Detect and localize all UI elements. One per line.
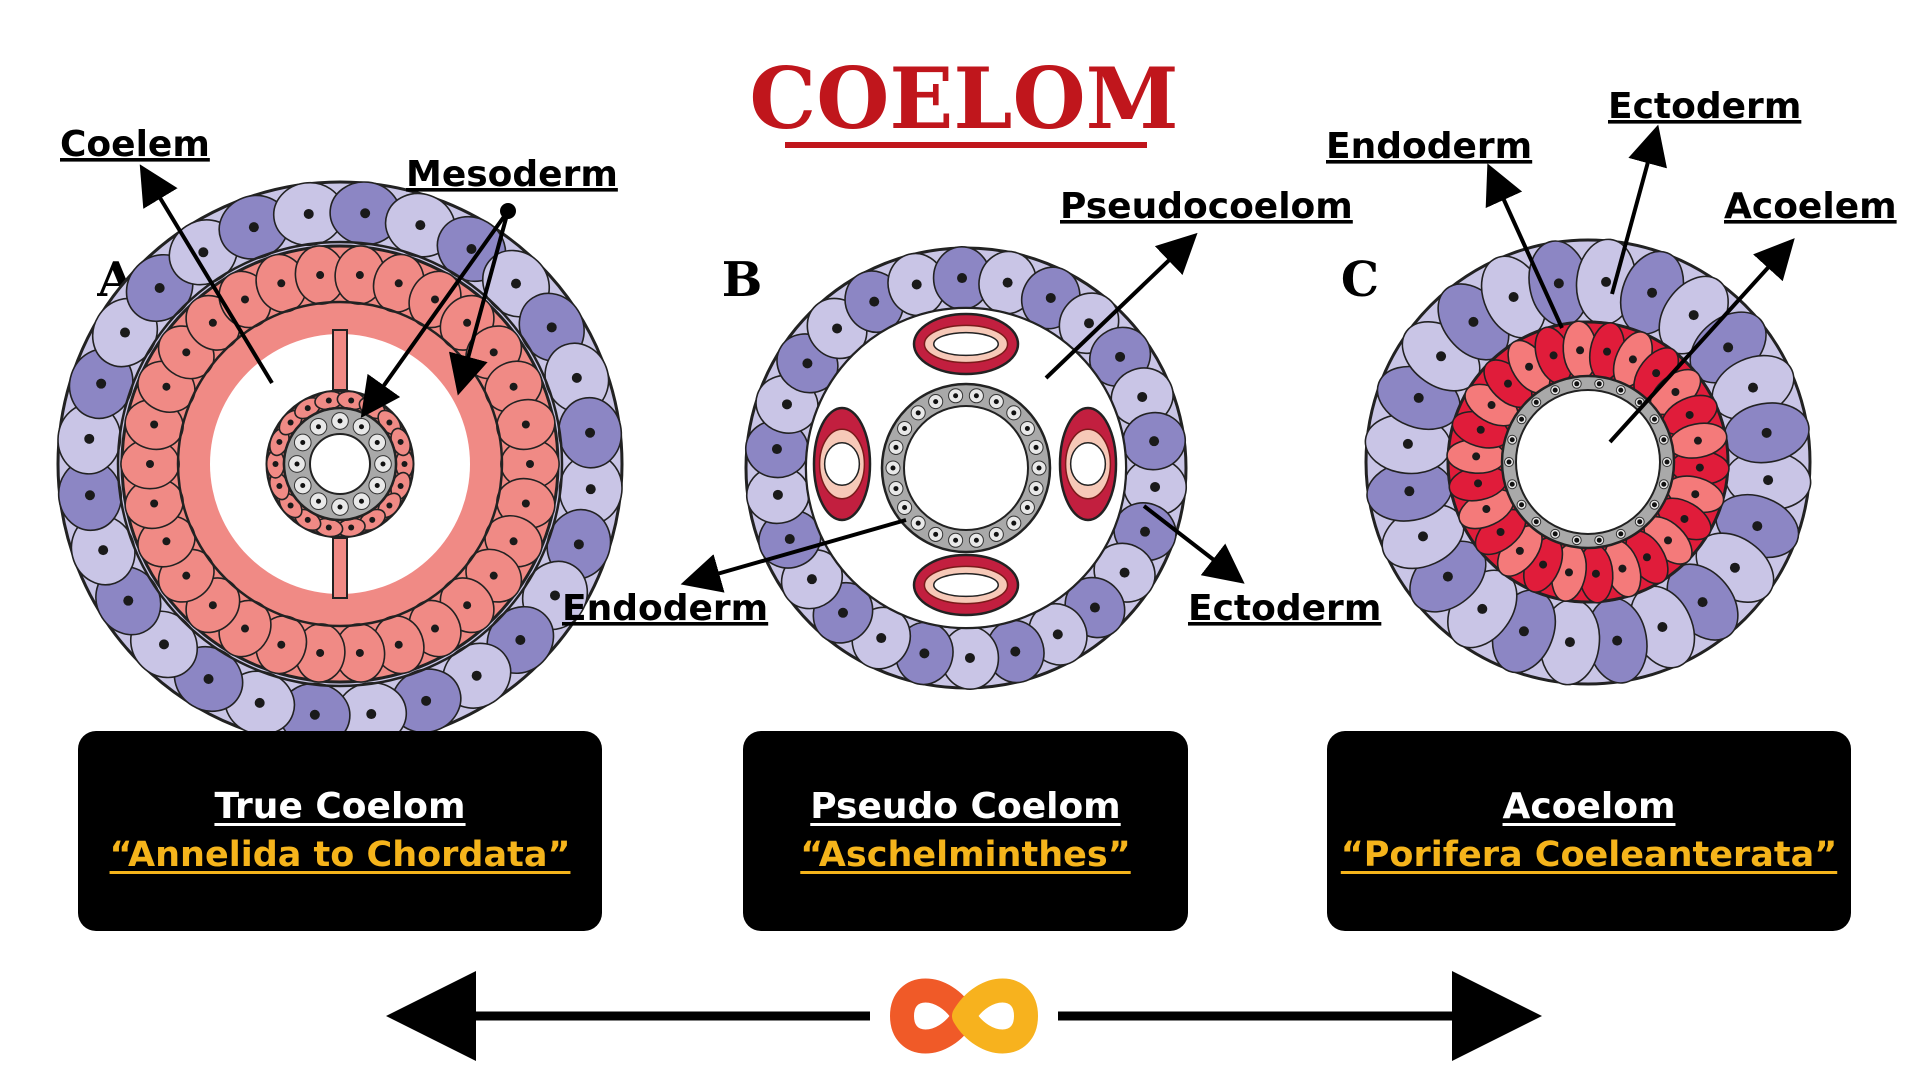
- title-underline: [785, 142, 1147, 148]
- label-coelem: Coelem: [60, 124, 210, 165]
- arrow-coelem: [139, 164, 274, 385]
- diagram-a-true-coelom: A Coelem Mesoderm: [56, 124, 624, 748]
- label-ectoderm-b: Ectoderm: [1188, 588, 1381, 629]
- infinity-logo-icon: [889, 978, 1039, 1054]
- box-title: Acoelom: [1502, 786, 1676, 827]
- arrow-endoderm-c: [1485, 163, 1564, 329]
- label-acoelem: Acoelem: [1724, 186, 1897, 227]
- arrow-endoderm-b: [680, 518, 907, 593]
- box-subtitle: “Aschelminthes”: [800, 835, 1131, 875]
- diagram-a-mesentery-bottom: [332, 537, 348, 599]
- box-title: Pseudo Coelom: [810, 786, 1121, 827]
- arrow-ectoderm-c: [1610, 124, 1667, 295]
- label-ectoderm-c: Ectoderm: [1608, 86, 1801, 127]
- diagram-b-mesoderm-patches: [812, 312, 1118, 617]
- diagram-a-gut-lumen: [309, 433, 371, 495]
- page-title: COELOM: [749, 49, 1178, 148]
- label-endoderm-c: Endoderm: [1326, 126, 1532, 167]
- arrow-acoelem: [1608, 238, 1795, 444]
- diagram-b-gut-lumen: [903, 405, 1029, 531]
- diagram-b-pseudo-coelom: B Pseudocoelom Endoderm Ectoderm: [562, 186, 1381, 690]
- label-pseudocoelom: Pseudocoelom: [1060, 186, 1353, 227]
- info-box-true-coelom: True Coelom “Annelida to Chordata”: [78, 731, 602, 931]
- box-subtitle: “Annelida to Chordata”: [109, 835, 571, 875]
- label-mesoderm-a: Mesoderm: [406, 154, 618, 195]
- box-subtitle: “Porifera Coeleanterata”: [1340, 835, 1838, 875]
- info-box-pseudo-coelom: Pseudo Coelom “Aschelminthes”: [743, 731, 1188, 931]
- info-box-acoelom: Acoelom “Porifera Coeleanterata”: [1327, 731, 1851, 931]
- arrow-ectoderm-b: [1142, 504, 1245, 584]
- arrow-pseudocoelom: [1044, 232, 1198, 380]
- diagram-c-acoelom: C Endoderm Ectoderm Acoelem: [1326, 86, 1897, 686]
- arrow-mesoderm-inner: [360, 209, 510, 419]
- diagram-b-letter: B: [722, 252, 763, 308]
- diagram-c-letter: C: [1341, 252, 1379, 308]
- arrow-mesoderm-outer: [449, 210, 510, 396]
- diagram-a-mesoderm-outer: [120, 244, 560, 684]
- diagram-a-mesentery-top: [332, 329, 348, 391]
- box-title: True Coelom: [214, 786, 466, 827]
- label-endoderm-b: Endoderm: [562, 588, 768, 629]
